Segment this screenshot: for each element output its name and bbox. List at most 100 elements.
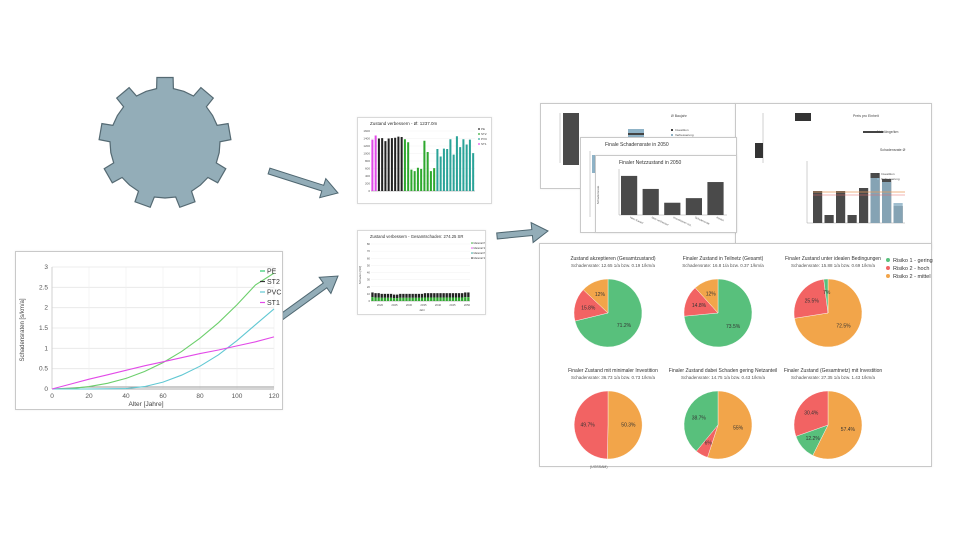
pie-subtitle: Schadensrate: 27.35 1/a bzw. 1.43 1/km/a [790, 375, 876, 380]
bar [685, 198, 702, 215]
y-tick-label: 70 [367, 249, 371, 253]
y-tick-label: 800 [365, 159, 370, 163]
bar-segment [454, 293, 458, 298]
legend-item: Risiko 2 - hoch [886, 265, 933, 273]
y-tick-label: 600 [365, 167, 370, 171]
legend-item: Risiko 2 - mittel [886, 273, 933, 281]
y-tick-label: 60 [367, 256, 371, 260]
bar-segment [430, 297, 433, 301]
bar-segment [380, 297, 383, 301]
bar-segment [433, 297, 436, 301]
bar [377, 138, 380, 191]
bar [455, 136, 458, 191]
bar [410, 169, 413, 192]
bar [449, 139, 452, 191]
y-tick-label: 3 [44, 264, 48, 271]
bar-segment [454, 297, 458, 301]
bar-segment [420, 293, 424, 298]
bar [847, 215, 857, 223]
x-tick-label: Kosten [716, 215, 726, 222]
pie-title: Finaler Zustand unter idealen Bedingunge… [785, 256, 881, 262]
pie-slice-label: 12% [595, 292, 606, 298]
bar-segment [411, 297, 414, 301]
legend-item-pvc: PVC [267, 290, 281, 297]
bar [439, 156, 442, 191]
arrow-gear-to-chart [267, 167, 339, 199]
bar [664, 202, 681, 215]
pie-slice-label: 6% [705, 440, 713, 446]
pie-subtitle: Schadensrate: 15.88 1/a bzw. 0.69 1/km/a [790, 263, 876, 268]
bar-segment [417, 293, 421, 298]
bar [813, 191, 823, 223]
bar [403, 139, 406, 191]
pie-subtitle: Schadensrate: 16.8 1/a bzw. 0.37 1/km/a [682, 263, 764, 268]
bar-overlay [893, 203, 903, 223]
bar-segment [445, 297, 448, 301]
total-damage-chart-card: Zustand verbessern - Gesamtschaden: 274.… [357, 230, 489, 315]
y-tick-label: 10 [367, 292, 371, 296]
bar-segment [426, 297, 430, 301]
bar-segment [439, 297, 442, 301]
arrow-curves-to-chart [277, 275, 339, 322]
y-axis-label: Schadensraten [s/km/a] [20, 298, 26, 361]
x-tick-label: 120 [269, 393, 280, 400]
bar-segment [423, 297, 427, 301]
y-tick-label: 2.5 [39, 284, 48, 291]
bar-segment [405, 297, 408, 301]
x-tick-label: 2020 [377, 303, 384, 307]
pie-title: Finaler Zustand dabei Schaden gering Net… [668, 368, 778, 374]
bar [397, 136, 400, 192]
pie-slice-label: 55% [733, 426, 744, 432]
bar-segment [374, 293, 377, 298]
bar [390, 138, 393, 192]
bar [381, 138, 384, 192]
bar [465, 144, 468, 191]
x-tick-label: 2025 [391, 303, 398, 307]
bar-segment [457, 293, 461, 298]
bar [836, 191, 846, 223]
pie-subtitle: Schadensrate: 14.75 1/a bzw. 0.43 1/km/a [680, 375, 766, 380]
bar-segment [386, 297, 390, 301]
pie-slice [582, 278, 609, 314]
bar [387, 138, 390, 191]
legend-item: ST2 [481, 132, 487, 136]
bar [462, 139, 465, 191]
bar-segment [386, 293, 390, 298]
bar [442, 148, 445, 192]
y-tick-label: 2 [44, 305, 48, 312]
y-axis-label: Schaden [SR] [358, 266, 362, 285]
series-line-st2 [51, 272, 275, 390]
legend-label: Schadensrate Ø [880, 148, 906, 152]
improve-condition-chart: Zustand verbessern - Ø: 1237.0m 16001400… [363, 121, 488, 193]
pie-subtitle: Schadensrate: 12.65 1/a bzw. 0.19 1/km/a [570, 263, 656, 268]
bar [472, 153, 475, 192]
bar-segment [389, 297, 393, 301]
bar [371, 139, 374, 192]
bar [707, 182, 724, 215]
x-axis-label: Jahr [419, 308, 425, 312]
bar-segment [448, 297, 451, 301]
legend-label: Ø Baujahr [671, 114, 688, 118]
bar-segment [464, 292, 467, 298]
pie-title: Finaler Zustand (Gesamtnetz) mit Investi… [783, 368, 883, 374]
legend-item: Verbesserung [881, 177, 900, 181]
bar-segment [423, 293, 427, 298]
bar-segment [399, 293, 402, 298]
bar [433, 168, 436, 192]
legend-item: PVC [481, 137, 488, 141]
legend-item: Material PVC [474, 251, 486, 255]
x-tick-label: 0 [50, 393, 54, 400]
pie-slice [823, 278, 829, 314]
legend-label: Preis pro Einheit [853, 114, 879, 118]
bar [384, 141, 387, 192]
bar-overlay [882, 182, 892, 223]
report-page-risk-pies: Zustand akzeptieren (Gesamtzustand)Schad… [539, 243, 933, 469]
x-tick-label: 2050 [464, 303, 471, 307]
pie-slice [683, 390, 719, 452]
y-tick-label: 80 [367, 242, 371, 246]
pie-slice [607, 390, 643, 460]
y-tick-label: 200 [365, 182, 370, 186]
